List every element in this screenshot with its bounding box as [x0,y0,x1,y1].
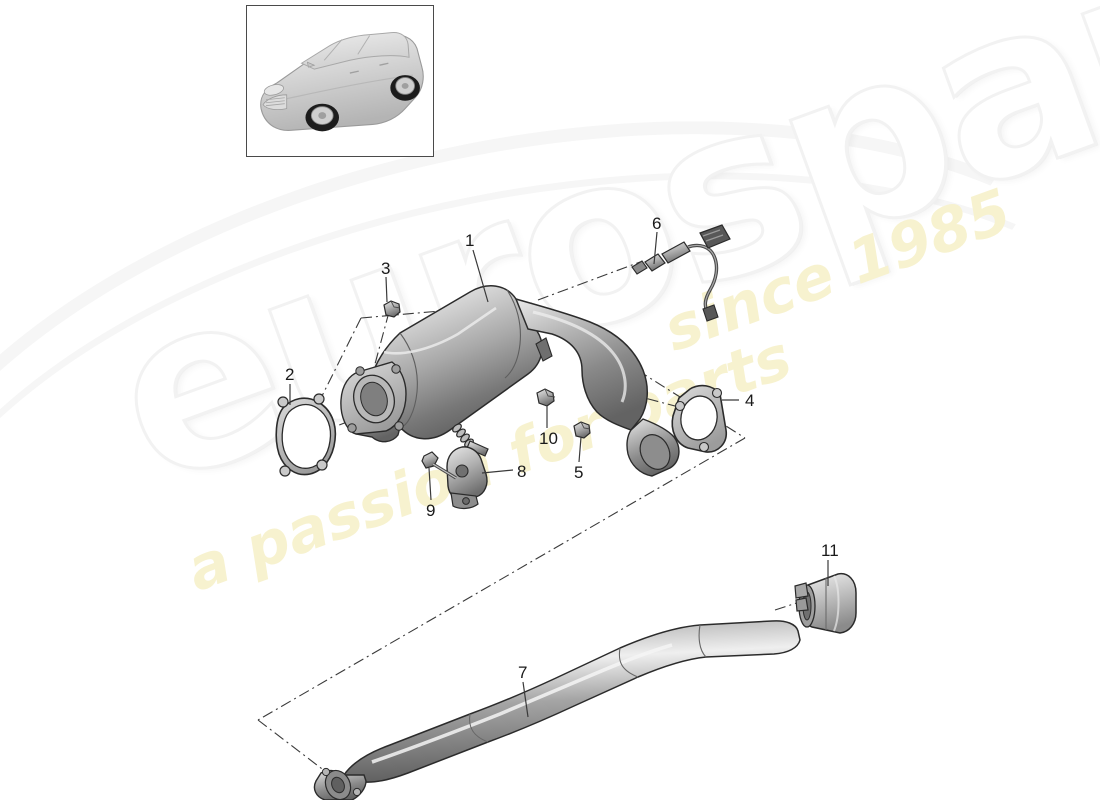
part-flange-gasket-triangular [671,384,728,453]
vehicle-thumbnail-box [246,5,434,157]
part-catalytic-converter [340,285,680,477]
callout-7: 7 [518,663,528,682]
callout-1: 1 [465,231,475,250]
callout-8: 8 [517,462,527,481]
part-exhaust-centre-pipe [313,620,801,800]
part-hex-nut-middle [536,388,556,407]
callout-2: 2 [285,365,295,384]
callout-4: 4 [745,391,755,410]
part-hex-bolt [421,451,457,480]
callout-3: 3 [381,259,391,278]
part-oxygen-sensor [631,224,731,322]
callout-10: 10 [539,429,558,448]
callout-6: 6 [652,214,662,233]
part-pipe-clamp-sleeve [794,572,857,634]
callout-5: 5 [574,463,584,482]
callout-9: 9 [426,501,436,520]
part-mounting-bracket [446,423,489,510]
leader-lines [289,231,829,718]
part-flange-gasket-oval [275,393,337,477]
vehicle-illustration [260,32,424,132]
part-hex-nut-lower [573,421,591,439]
part-hex-nut-upper [383,300,401,318]
callout-11: 11 [821,541,839,560]
